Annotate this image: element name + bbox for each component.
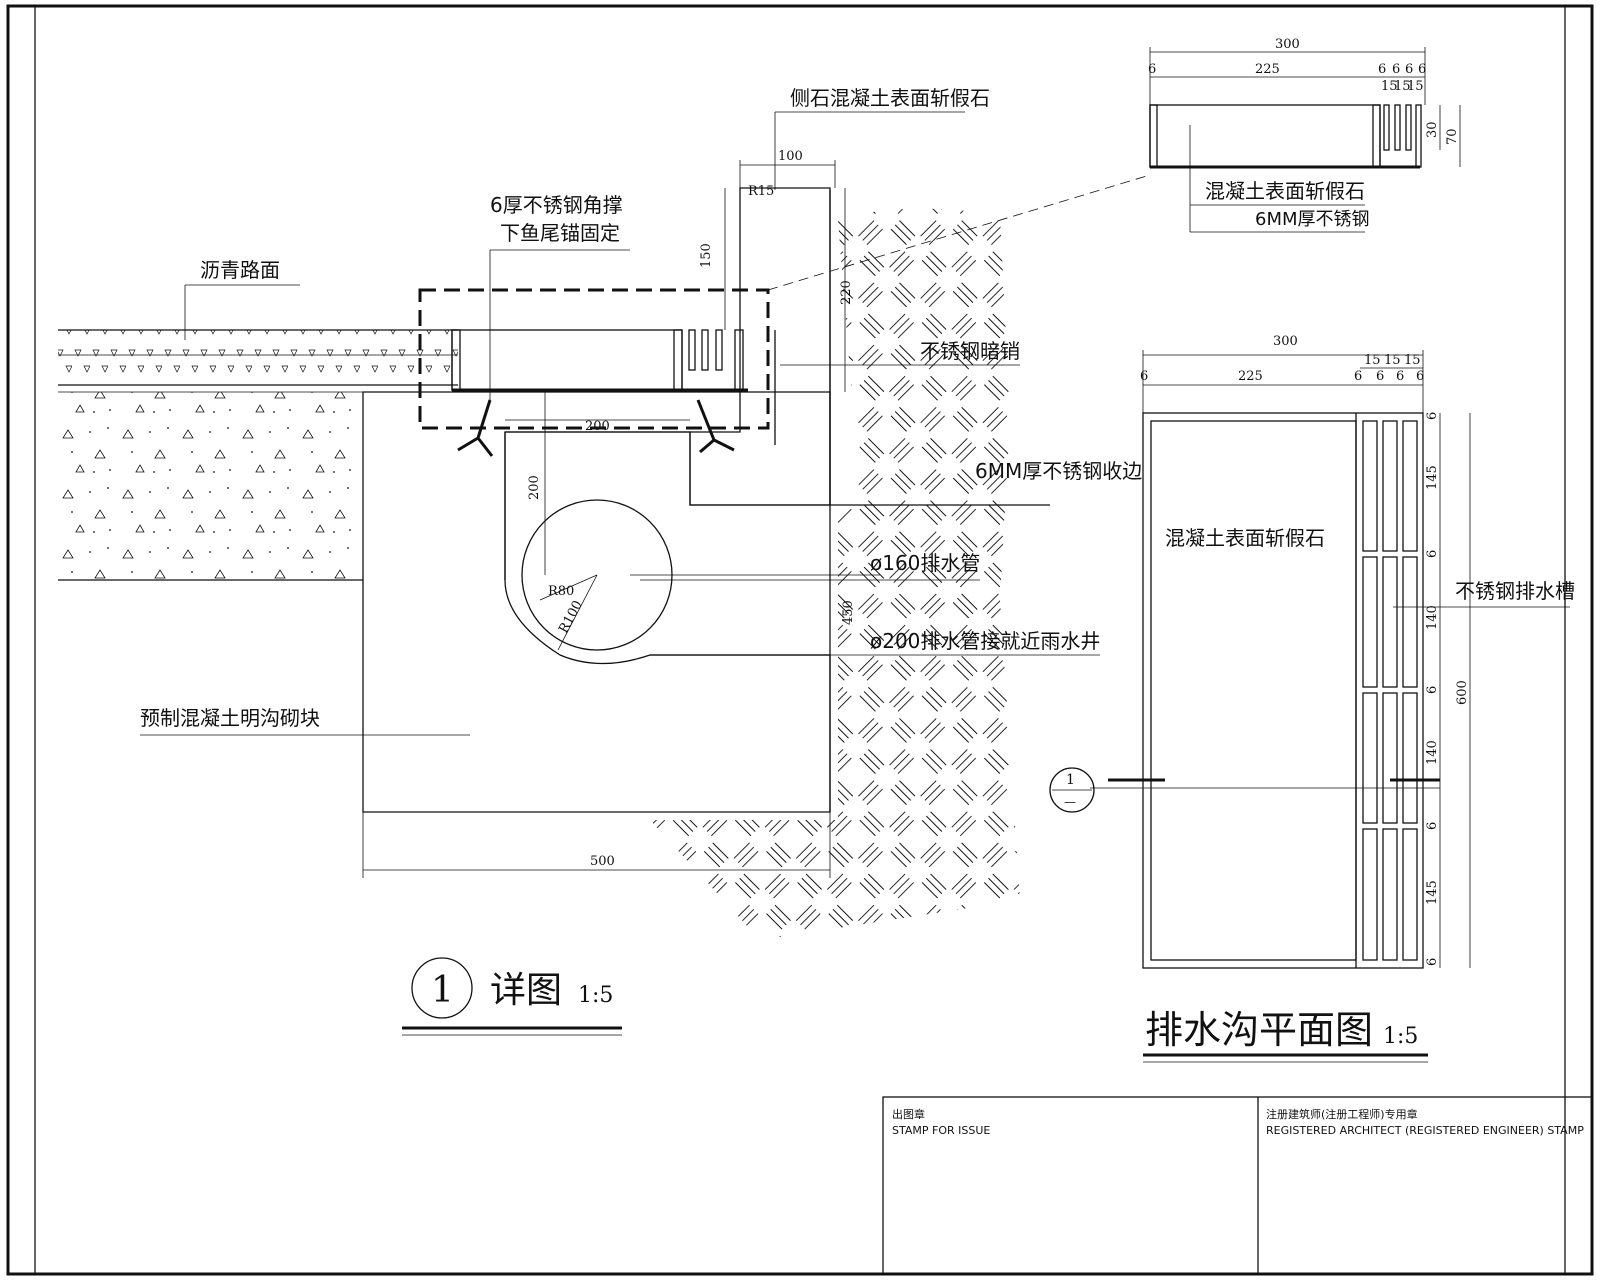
- stamp-registered-en: REGISTERED ARCHITECT (REGISTERED ENGINEE…: [1266, 1124, 1584, 1137]
- svg-text:15: 15: [1384, 353, 1401, 368]
- svg-text:15: 15: [1364, 353, 1381, 368]
- svg-text:15: 15: [1381, 79, 1398, 94]
- label-pipe-200: ø200排水管接就近雨水井: [870, 629, 1100, 653]
- det-dim-225: 225: [1255, 62, 1280, 77]
- dim-500: 500: [590, 854, 615, 869]
- svg-text:6: 6: [1425, 412, 1440, 420]
- svg-text:15: 15: [1404, 353, 1421, 368]
- label-asphalt: 沥青路面: [200, 258, 280, 282]
- svg-text:15: 15: [1407, 79, 1424, 94]
- stamp-issue-en: STAMP FOR ISSUE: [892, 1124, 990, 1137]
- dim-220: 220: [839, 280, 854, 305]
- svg-text:140: 140: [1425, 740, 1440, 765]
- dim-r100: R100: [556, 598, 585, 636]
- svg-text:145: 145: [1425, 880, 1440, 905]
- label-hidden-pin: 不锈钢暗销: [920, 339, 1020, 363]
- det-dim-30: 30: [1425, 121, 1440, 138]
- label-steel-edge: 6MM厚不锈钢收边: [975, 459, 1142, 483]
- plan-dim-6: 6: [1140, 369, 1148, 384]
- stamp-issue-cn: 出图章: [892, 1107, 925, 1121]
- plan-label-surface: 混凝土表面斩假石: [1165, 526, 1325, 550]
- detail-scale: 1:5: [578, 983, 613, 1008]
- svg-text:145: 145: [1425, 465, 1440, 490]
- dim-200-h: 200: [585, 419, 610, 434]
- detail-section: 侧石混凝土表面斩假石 6厚不锈钢角撑 下鱼尾锚固定 沥青路面 不锈钢暗销 6MM…: [58, 86, 1151, 941]
- svg-text:6: 6: [1405, 62, 1413, 77]
- svg-text:6: 6: [1425, 822, 1440, 830]
- dim-200-v: 200: [527, 475, 542, 500]
- svg-text:6: 6: [1392, 62, 1400, 77]
- dim-150: 150: [699, 243, 714, 268]
- svg-text:15: 15: [1394, 79, 1411, 94]
- detail-callout-box: [418, 288, 770, 430]
- det-label-steel: 6MM厚不锈钢: [1255, 209, 1370, 230]
- svg-text:6: 6: [1378, 62, 1386, 77]
- dim-r80: R80: [548, 584, 574, 599]
- stamp-registered-cn: 注册建筑师(注册工程师)专用章: [1266, 1107, 1418, 1121]
- grating-detail: 300 225 6 6 6 6 6 15 15 15 30 70 混凝土表面斩假…: [1148, 37, 1461, 233]
- label-precast-block: 预制混凝土明沟砌块: [140, 706, 320, 730]
- outer-border: [6, 4, 1594, 1276]
- plan-scale: 1:5: [1383, 1024, 1418, 1049]
- dim-450: 450: [841, 600, 856, 625]
- plan-title: 排水沟平面图 1:5: [1143, 1008, 1428, 1063]
- svg-text:6: 6: [1425, 958, 1440, 966]
- svg-text:6: 6: [1396, 369, 1404, 384]
- label-steel-support-1: 6厚不锈钢角撑: [490, 193, 623, 217]
- det-dim-300: 300: [1275, 37, 1300, 52]
- detail-title: 1 详图 1:5: [402, 957, 622, 1036]
- plan-dim-225: 225: [1238, 369, 1263, 384]
- svg-text:6: 6: [1416, 369, 1424, 384]
- svg-text:6: 6: [1425, 686, 1440, 694]
- label-pipe-160: ø160排水管: [870, 551, 980, 575]
- detail-number: 1: [431, 970, 454, 1011]
- title-block: 出图章 STAMP FOR ISSUE 注册建筑师(注册工程师)专用章 REGI…: [882, 1096, 1593, 1275]
- section-mark-bottom: —: [1064, 795, 1076, 809]
- det-dim-6: 6: [1148, 62, 1156, 77]
- detail-title-text: 详图: [490, 970, 562, 1011]
- plan-label-channel: 不锈钢排水槽: [1455, 579, 1575, 603]
- svg-text:140: 140: [1425, 605, 1440, 630]
- label-side-stone: 侧石混凝土表面斩假石: [790, 86, 990, 110]
- svg-text:6: 6: [1376, 369, 1384, 384]
- svg-text:6: 6: [1354, 369, 1362, 384]
- label-steel-support-2: 下鱼尾锚固定: [500, 221, 620, 245]
- dim-100: 100: [778, 149, 803, 164]
- dim-r15: R15: [748, 184, 774, 199]
- det-label-surface: 混凝土表面斩假石: [1205, 179, 1365, 203]
- plan-title-text: 排水沟平面图: [1145, 1008, 1373, 1052]
- plan-dim-300: 300: [1273, 334, 1298, 349]
- svg-text:6: 6: [1418, 62, 1426, 77]
- det-dim-70: 70: [1445, 128, 1460, 145]
- plan-dim-600: 600: [1455, 680, 1470, 705]
- section-mark-top: 1: [1066, 772, 1075, 788]
- channel-plan: 300 225 6 15 15 15 6 6 6 6 600 145 140 1…: [1049, 334, 1575, 969]
- svg-text:6: 6: [1425, 550, 1440, 558]
